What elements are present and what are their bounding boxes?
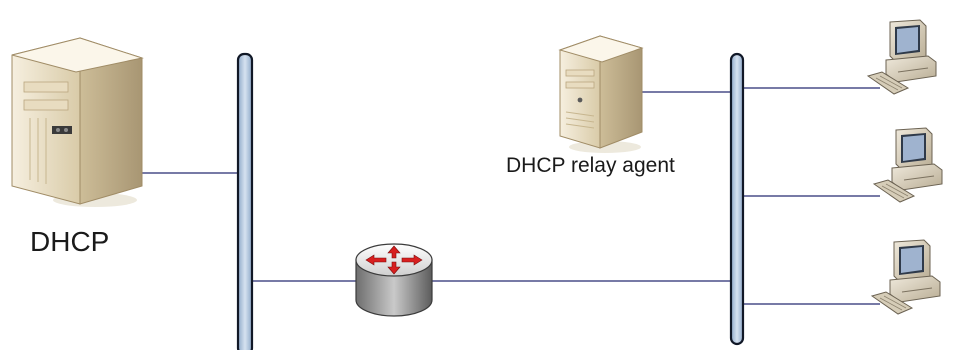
right-network-segment: [729, 52, 745, 346]
dhcp-server-icon: [11, 37, 144, 207]
relay-agent-label: DHCP relay agent: [506, 154, 675, 177]
dhcp-server-label: DHCP: [30, 226, 110, 257]
client-computer-icon: [867, 19, 937, 95]
router-icon: [355, 243, 433, 317]
relay-agent-server-icon: [558, 35, 644, 153]
client-computer-icon: [873, 127, 943, 203]
connection-lines: [142, 87, 880, 305]
left-network-segment: [236, 52, 254, 350]
client-computer-icon: [871, 239, 941, 315]
